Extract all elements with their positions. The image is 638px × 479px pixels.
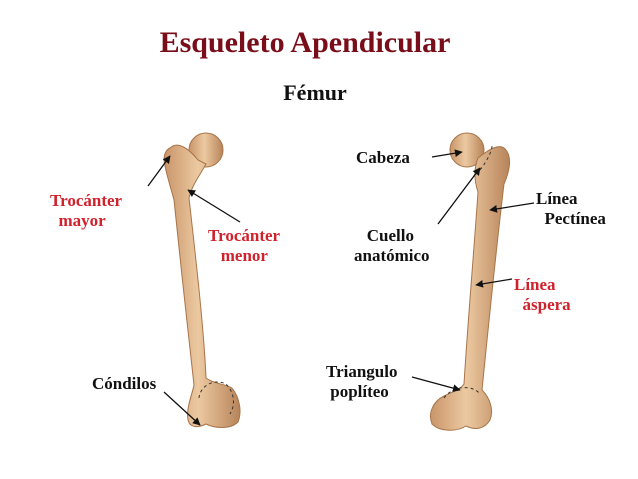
label-condilos: Cóndilos bbox=[92, 374, 157, 393]
pointer-condilos bbox=[163, 391, 201, 426]
label-cuello-anatomico: Cuello anatómico bbox=[354, 226, 430, 265]
femur-anterior bbox=[163, 132, 241, 428]
pointer-triangulo-popliteo bbox=[411, 376, 461, 392]
pointer-linea-pectinea bbox=[489, 202, 535, 213]
label-triangulo-popliteo: Triangulo poplíteo bbox=[326, 362, 398, 401]
diagram-title: Esqueleto Apendicular bbox=[159, 26, 451, 59]
pointer-linea-aspera bbox=[475, 278, 513, 288]
pointer-lines bbox=[147, 149, 535, 426]
label-trocanter-menor: Trocánter menor bbox=[208, 226, 281, 265]
label-trocanter-mayor: Trocánter mayor bbox=[50, 191, 123, 230]
pointer-cuello bbox=[437, 167, 481, 225]
pointer-cabeza bbox=[431, 149, 463, 158]
femur-shaft-left bbox=[163, 144, 241, 428]
label-linea-aspera: Línea áspera bbox=[514, 275, 571, 314]
popliteal-outline-right bbox=[443, 387, 481, 399]
pointer-trocanter-menor bbox=[187, 189, 241, 223]
pointer-trocanter-mayor bbox=[147, 155, 171, 187]
femur-head-left bbox=[188, 132, 224, 168]
neck-outline-right bbox=[479, 145, 493, 171]
femur-shaft-right bbox=[430, 146, 511, 431]
label-linea-pectinea: Línea Pectínea bbox=[536, 189, 606, 228]
femur-posterior bbox=[430, 132, 511, 431]
femur-head-right bbox=[449, 132, 485, 168]
diagram-subtitle: Fémur bbox=[283, 80, 347, 105]
label-cabeza: Cabeza bbox=[356, 148, 410, 167]
